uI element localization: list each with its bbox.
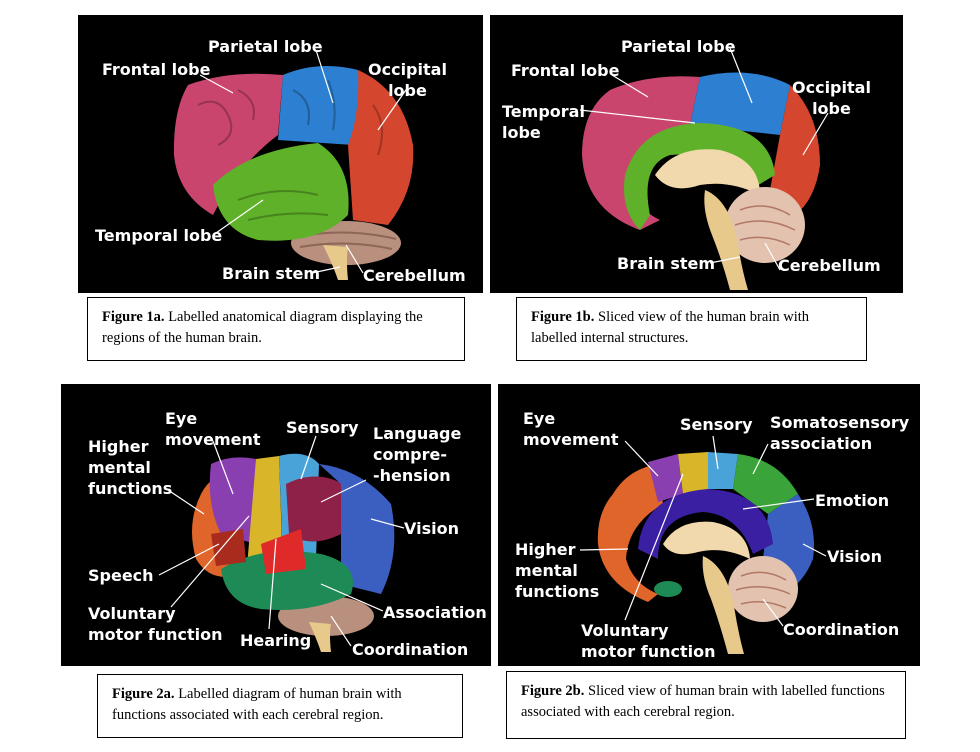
- label-sensory: Sensory: [286, 418, 359, 437]
- cerebellum-region: [725, 187, 805, 263]
- hearing-region: [261, 529, 306, 574]
- label-parietal-lobe: Parietal lobe: [621, 37, 736, 56]
- figure-2a-caption: Figure 2a. Labelled diagram of human bra…: [97, 674, 463, 738]
- corpus-callosum-region: [663, 521, 750, 559]
- label-higher-mental-functions: Higher mental functions: [88, 437, 173, 498]
- label-coordination: Coordination: [352, 640, 469, 659]
- label-association: Association: [383, 603, 487, 622]
- voluntary-motor-region: [678, 452, 708, 494]
- sensory-region: [708, 452, 738, 489]
- label-occipital-lobe: Occipital lobe: [368, 60, 447, 100]
- label-sensory: Sensory: [680, 415, 753, 434]
- temporal-lobe-region: [213, 143, 349, 241]
- figure-2a-brain-illustration: [158, 435, 405, 652]
- figure-1a-caption-title: Figure 1a.: [102, 309, 165, 325]
- speech-region: [211, 529, 246, 566]
- language-region: [286, 476, 343, 542]
- figure-1a-brain-illustration: [173, 49, 414, 280]
- parietal-lobe-region: [278, 66, 360, 145]
- figure-1b-panel: Frontal lobe Parietal lobe Temporal lobe…: [490, 15, 903, 293]
- figure-2b-caption-text: Sliced view of human brain with labelled…: [521, 683, 885, 720]
- label-occipital-lobe: Occipital lobe: [792, 78, 871, 118]
- brainstem-region: [323, 245, 348, 280]
- figure-2a-caption-text: Labelled diagram of human brain with fun…: [112, 686, 402, 723]
- label-temporal-lobe: Temporal lobe: [95, 226, 223, 245]
- figure-1b-caption-text: Sliced view of the human brain with labe…: [531, 309, 810, 346]
- temporal-lobe-region: [624, 123, 775, 230]
- figure-2b-caption: Figure 2b. Sliced view of human brain wi…: [506, 671, 906, 739]
- label-vision: Vision: [404, 519, 459, 538]
- figure-2b-panel: Eye movement Sensory Somatosensory assoc…: [498, 384, 920, 666]
- eye-movement-region: [209, 457, 256, 544]
- somatosensory-association-region: [733, 454, 798, 514]
- occipital-lobe-region: [770, 85, 820, 215]
- figure-2a-caption-title: Figure 2a.: [112, 686, 175, 702]
- label-brain-stem: Brain stem: [617, 254, 716, 273]
- association-region: [221, 551, 353, 610]
- vision-region: [319, 464, 395, 594]
- brainstem-region: [704, 190, 748, 290]
- label-cerebellum: Cerebellum: [363, 266, 466, 285]
- figure-1b-brain-illustration: [579, 47, 829, 290]
- label-somatosensory-association: Somatosensory association: [770, 413, 910, 453]
- emotion-region: [638, 489, 773, 559]
- label-higher-mental-functions: Higher mental functions: [515, 540, 600, 601]
- label-emotion: Emotion: [815, 491, 890, 510]
- label-coordination: Coordination: [783, 620, 900, 639]
- higher-mental-region: [597, 464, 663, 602]
- label-frontal-lobe: Frontal lobe: [102, 60, 211, 79]
- occipital-lobe-region: [348, 70, 414, 225]
- figure-1b-caption-title: Figure 1b.: [531, 309, 595, 325]
- label-vision: Vision: [827, 547, 882, 566]
- figure-1a-panel: Frontal lobe Parietal lobe Occipital lob…: [78, 15, 483, 293]
- label-eye-movement: Eye movement: [523, 409, 619, 449]
- figure-1a-caption-text: Labelled anatomical diagram displaying t…: [102, 309, 423, 346]
- label-parietal-lobe: Parietal lobe: [208, 37, 323, 56]
- label-language-comprehension: Language compre- -hension: [373, 424, 462, 485]
- frontal-lobe-region: [173, 73, 283, 215]
- label-brain-stem: Brain stem: [222, 264, 321, 283]
- label-frontal-lobe: Frontal lobe: [511, 61, 620, 80]
- label-speech: Speech: [88, 566, 154, 585]
- parietal-lobe-region: [690, 72, 790, 135]
- eye-movement-region: [648, 454, 683, 502]
- label-hearing: Hearing: [240, 631, 312, 650]
- figure-1a-caption: Figure 1a. Labelled anatomical diagram d…: [87, 297, 465, 361]
- figure-2a-panel: Eye movement Higher mental functions Sen…: [61, 384, 491, 666]
- figure-1b-caption: Figure 1b. Sliced view of the human brai…: [516, 297, 867, 361]
- label-temporal-lobe: Temporal lobe: [502, 102, 585, 142]
- figure-2b-brain-illustration: [579, 435, 827, 654]
- figure-2b-caption-title: Figure 2b.: [521, 683, 585, 699]
- label-voluntary-motor-function: Voluntary motor function: [581, 621, 716, 661]
- label-voluntary-motor-function: Voluntary motor function: [88, 604, 223, 644]
- label-eye-movement: Eye movement: [165, 409, 261, 449]
- label-cerebellum: Cerebellum: [778, 256, 881, 275]
- corpus-callosum-region: [655, 149, 760, 195]
- frontal-lobe-region: [582, 76, 700, 230]
